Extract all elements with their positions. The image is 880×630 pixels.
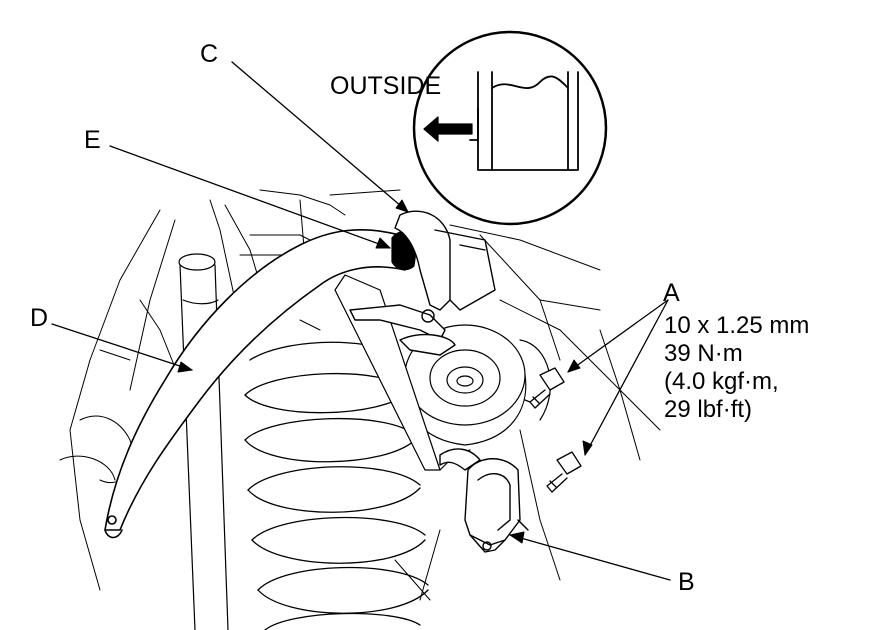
detail-inset (412, 30, 608, 226)
leader-a-lower (584, 299, 669, 456)
label-b: B (678, 568, 695, 596)
leader-d (51, 323, 193, 371)
upper-bolt (524, 367, 565, 409)
spec-a-torque-lbfft: 29 lbf·ft) (664, 396, 753, 423)
bushing-holder (349, 210, 496, 356)
label-c: C (200, 40, 219, 68)
leader-c (231, 61, 409, 213)
stabilizer-bar (104, 229, 406, 539)
label-outside: OUTSIDE (330, 72, 442, 100)
leader-a-upper (567, 299, 669, 373)
spec-a-torque-kgfm: (4.0 kgf·m, (664, 368, 779, 395)
lower-bolt (546, 451, 582, 493)
leader-lines (51, 61, 671, 581)
leader-arrowheads (177, 199, 593, 544)
label-a: A (663, 279, 680, 307)
spec-a-size: 10 x 1.25 mm (664, 312, 810, 339)
spec-a-torque-nm: 39 N·m (664, 340, 743, 367)
label-e: E (84, 126, 101, 154)
label-d: D (30, 304, 49, 332)
leader-b (509, 534, 671, 581)
leader-e (109, 145, 391, 249)
stabilizer-holder (439, 448, 529, 553)
inset-bushing-profile (469, 71, 579, 171)
bolts (524, 367, 582, 493)
outside-direction-arrow-icon (423, 116, 473, 142)
